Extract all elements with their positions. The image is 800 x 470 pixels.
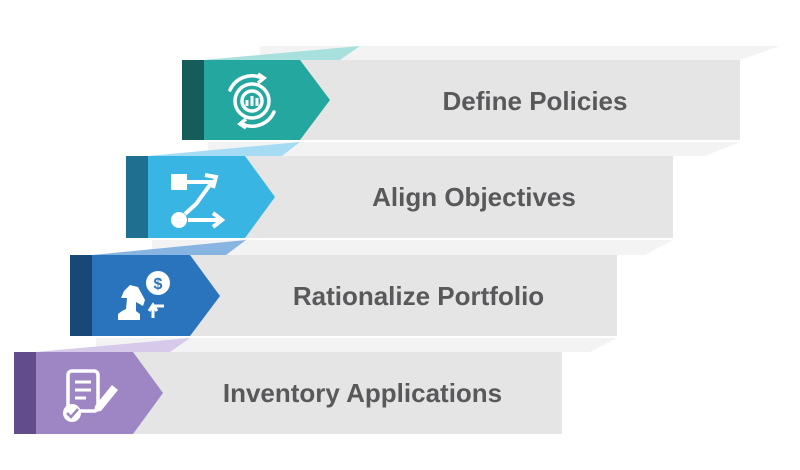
step-top-panel (152, 240, 673, 255)
checklist-edit-icon (63, 369, 118, 422)
step-top-panel (208, 142, 740, 156)
step-panel (190, 255, 617, 336)
flow-arrows-icon (171, 173, 226, 229)
step-top-color (92, 240, 246, 255)
svg-text:$: $ (154, 276, 163, 293)
step-side (14, 352, 36, 434)
step-inventory-applications (14, 338, 617, 434)
step-align-objectives (126, 142, 740, 238)
step-top-panel (96, 338, 617, 352)
step-label-align-objectives: Align Objectives (372, 182, 576, 212)
chess-knight-dollar-icon: $ (118, 271, 170, 320)
step-top-color (148, 142, 300, 156)
step-top-color (36, 338, 190, 352)
step-top-color (204, 46, 360, 60)
step-side (126, 156, 148, 238)
gear-analytics-icon (228, 72, 276, 130)
step-label-rationalize-portfolio: Rationalize Portfolio (292, 281, 545, 311)
step-rationalize-portfolio: $ (70, 240, 673, 336)
step-label-define-policies: Define Policies (442, 86, 628, 116)
step-panel (300, 60, 740, 140)
step-side (182, 60, 204, 140)
step-top-panel (260, 46, 780, 60)
step-panel (133, 352, 562, 434)
step-panel (245, 156, 673, 238)
step-side (70, 255, 92, 336)
step-label-inventory-applications: Inventory Applications (222, 378, 503, 408)
step-define-policies (182, 46, 780, 140)
